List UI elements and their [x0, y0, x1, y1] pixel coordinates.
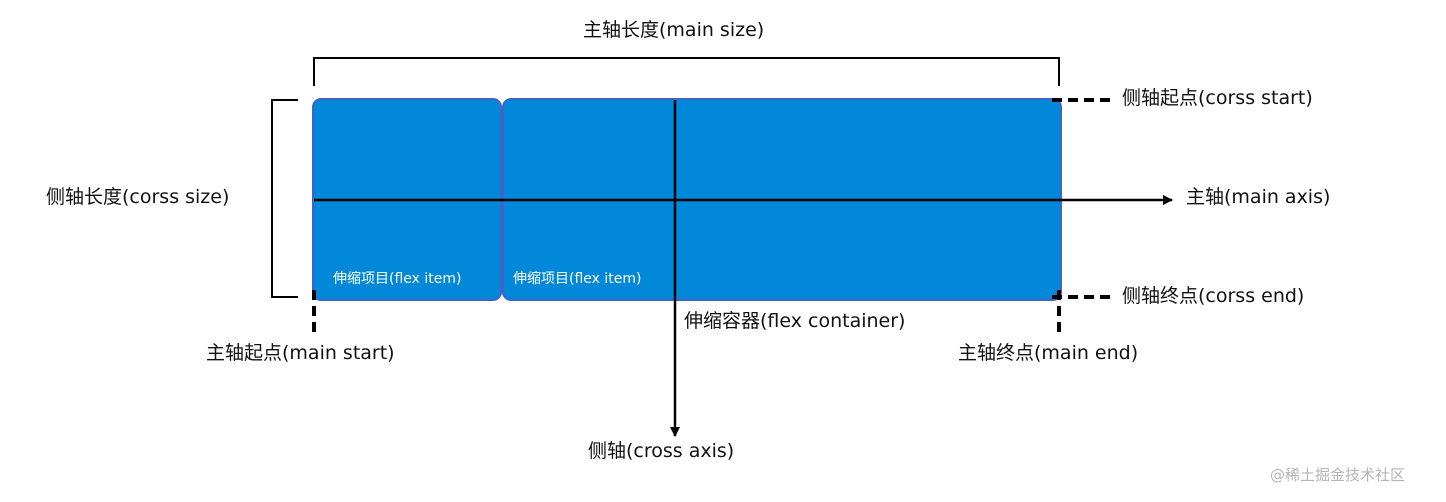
- cross-start-label: 侧轴起点(corss start): [1122, 87, 1313, 109]
- cross-axis-label: 侧轴(cross axis): [588, 440, 735, 462]
- main-end-label: 主轴终点(main end): [958, 342, 1139, 364]
- cross-end-label: 侧轴终点(corss end): [1122, 285, 1305, 307]
- cross-size-label: 侧轴长度(corss size): [46, 186, 230, 208]
- main-size-bracket: [313, 57, 1060, 86]
- main-start-label: 主轴起点(main start): [206, 342, 395, 364]
- cross-size-bracket: [271, 99, 298, 298]
- watermark: @稀土掘金技术社区: [1270, 466, 1406, 484]
- container-label: 伸缩容器(flex container): [684, 310, 906, 332]
- main-size-label: 主轴长度(main size): [583, 19, 765, 41]
- flex-item-2-label: 伸缩项目(flex item): [513, 271, 642, 287]
- main-axis-label: 主轴(main axis): [1186, 186, 1331, 208]
- flex-item-1-label: 伸缩项目(flex item): [333, 271, 462, 287]
